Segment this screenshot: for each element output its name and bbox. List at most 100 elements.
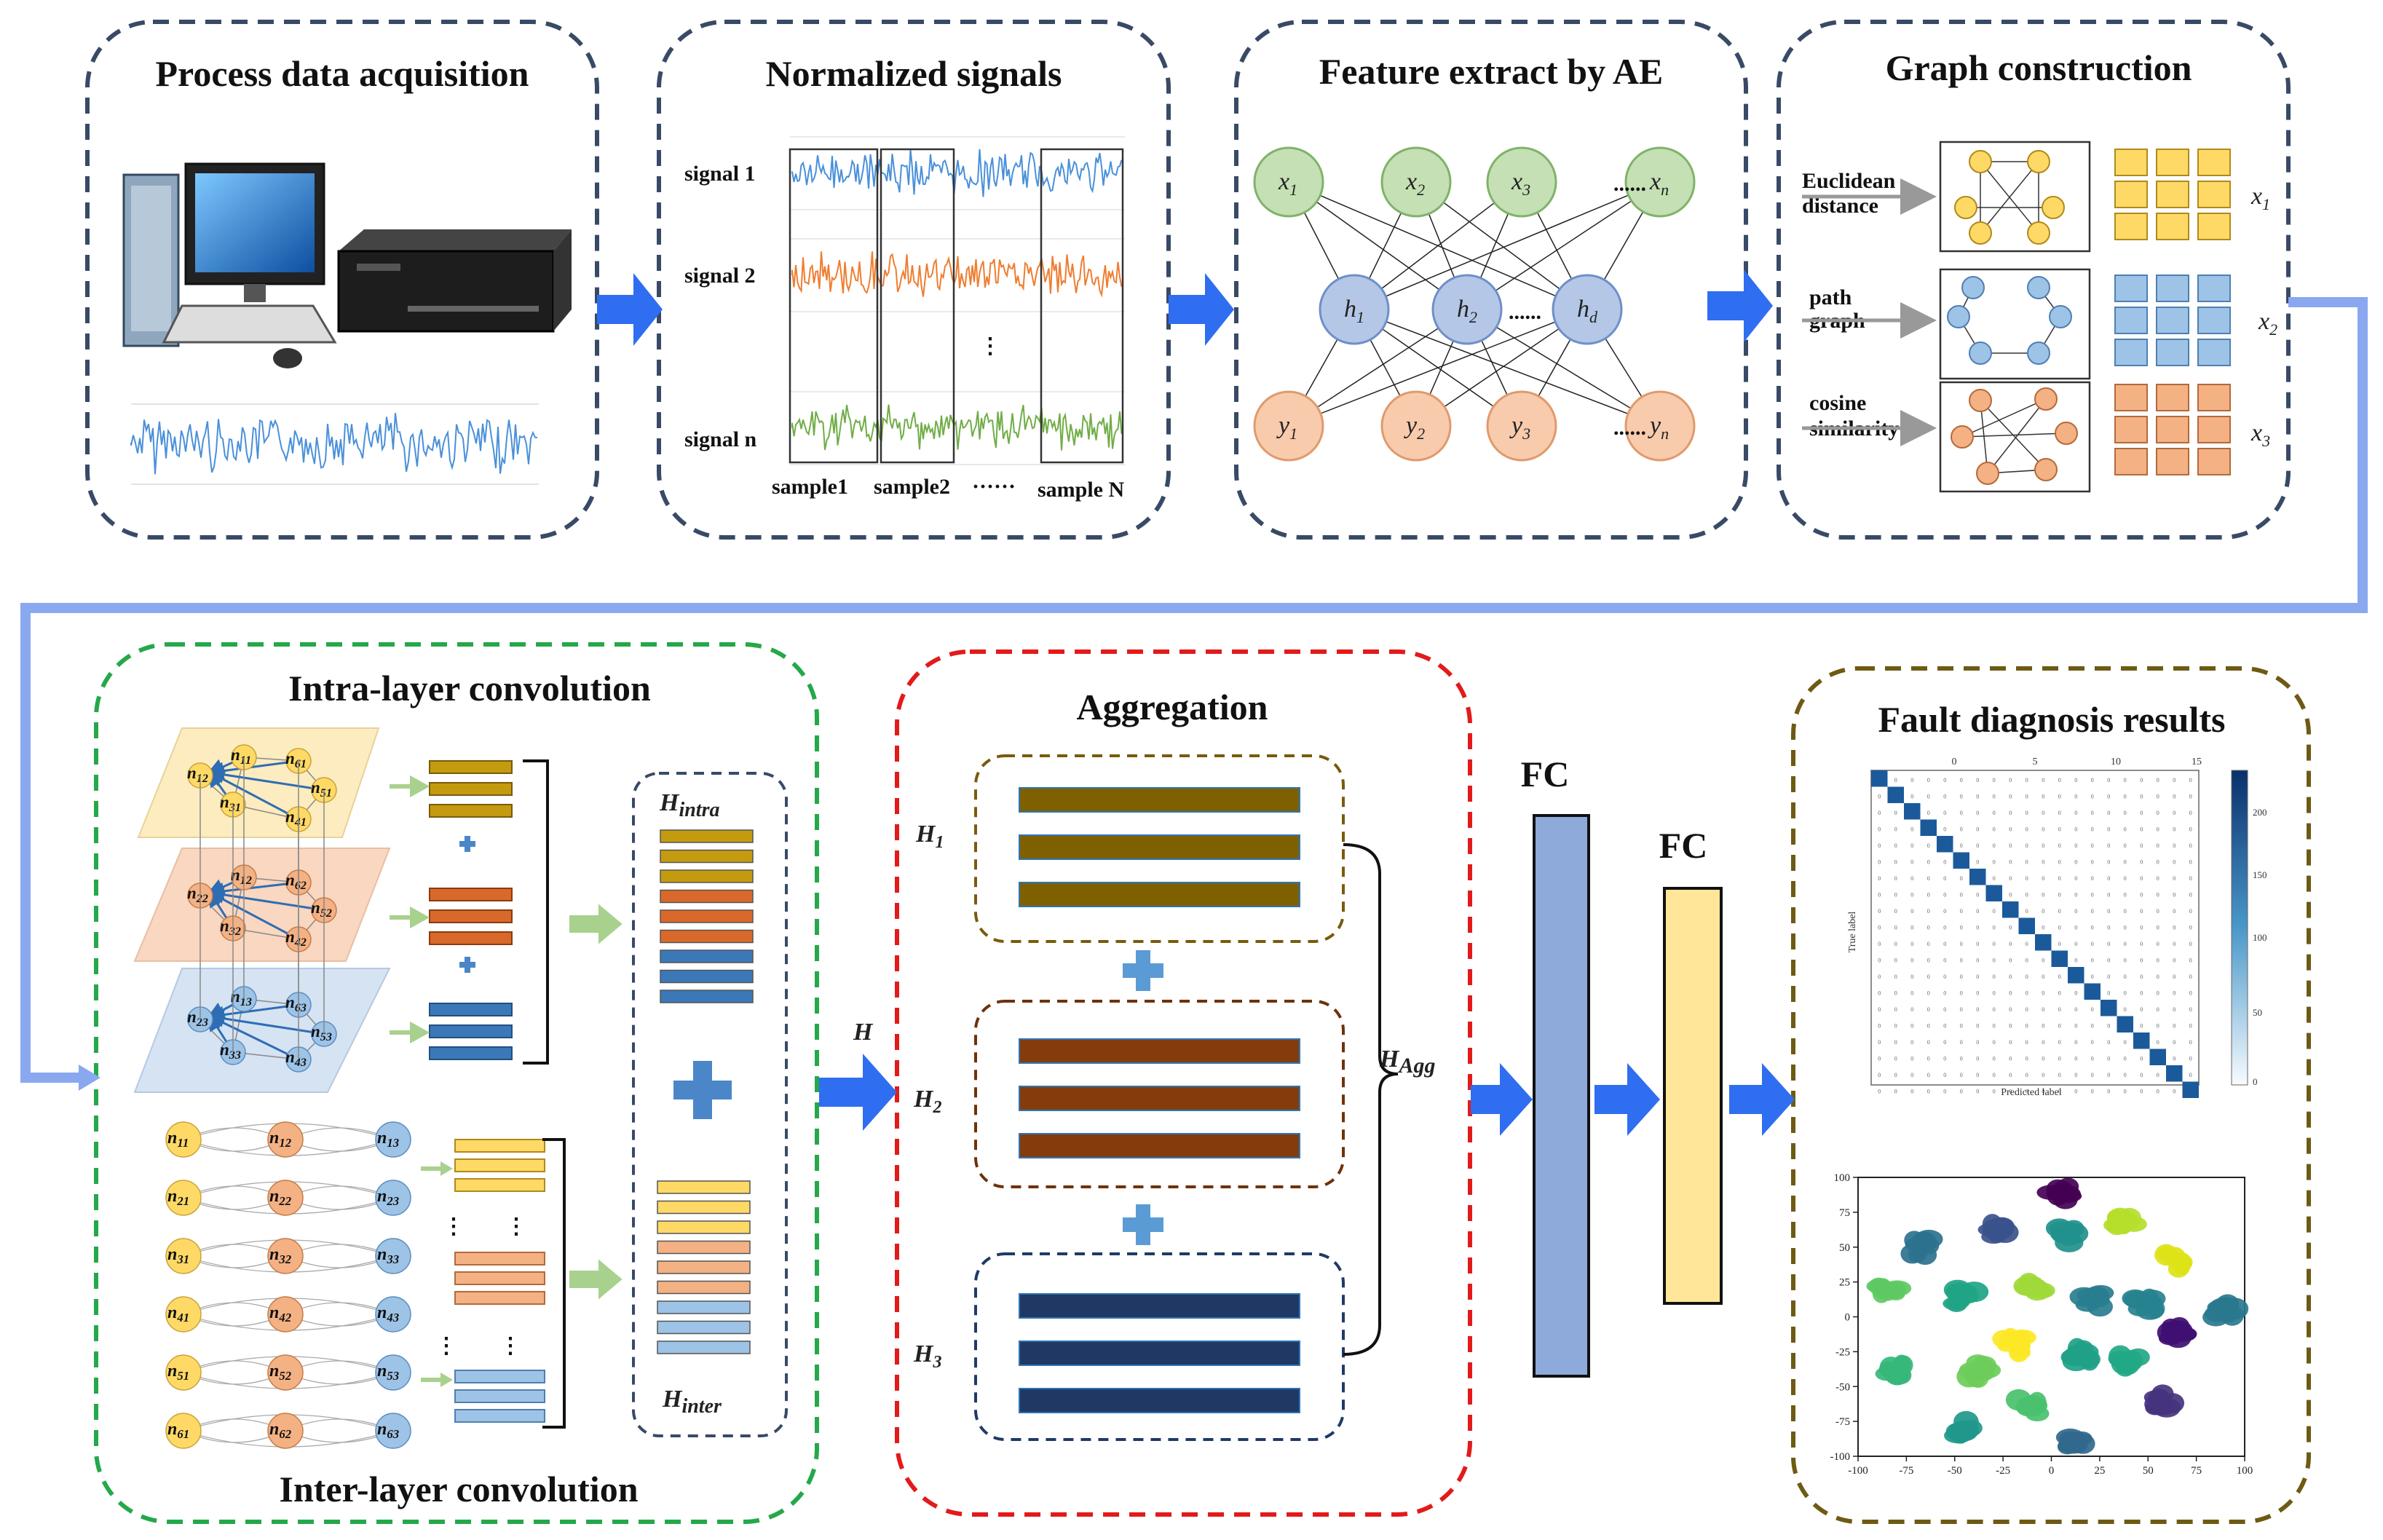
- cm-cell-dot: 0: [2074, 826, 2077, 832]
- h-column-box: [632, 772, 788, 1437]
- cm-cell-dot: 0: [1943, 941, 1946, 947]
- arrow-1: [597, 273, 663, 346]
- cm-cell-dot: 0: [2140, 957, 2143, 963]
- h-intra-bar: [660, 869, 754, 883]
- tsne-cluster-20: [2055, 1428, 2095, 1455]
- cm-cell-dot: 0: [2107, 974, 2110, 980]
- cm-cell-dot: 0: [2140, 990, 2143, 996]
- cm-cell-dot: 0: [2074, 1039, 2077, 1046]
- cm-cell-dot: 0: [1943, 908, 1946, 915]
- ae-edge: [1288, 309, 1468, 427]
- cm-cell-dot: 0: [1878, 875, 1881, 882]
- aggregation-panel: [895, 649, 1472, 1517]
- ae-input-ellipsis: ......: [1613, 172, 1646, 196]
- inter-node: [165, 1180, 202, 1216]
- cm-cell-dot: 0: [2058, 1039, 2061, 1046]
- raw-signal-waveform: [130, 403, 539, 485]
- cm-cell-dot: 0: [1927, 875, 1930, 882]
- feature-cell-2: [2114, 416, 2148, 443]
- cm-ylabel: True label: [1847, 912, 1858, 953]
- graph-node: [1954, 196, 1977, 219]
- tsne-cluster-6: [2013, 1273, 2055, 1301]
- cm-cell-dot: 0: [1927, 858, 1930, 865]
- tsne-point: [2036, 1185, 2066, 1200]
- ae-connections: [1288, 181, 1661, 427]
- computer-icon: [122, 162, 337, 368]
- intra-feature-bars: [429, 760, 513, 1060]
- feature-cell-2: [2156, 448, 2189, 475]
- ae-output-node-2-circle: [1486, 390, 1557, 462]
- feature-cell-1: [2197, 307, 2231, 334]
- cm-cell-dot: 0: [1960, 875, 1963, 882]
- signal-n-wave: [791, 404, 1123, 451]
- agg-bar-0: [1019, 787, 1300, 813]
- inter-bar-1: [454, 1271, 545, 1285]
- cm-cell-dot: 0: [1878, 908, 1881, 915]
- cm-cell-dot: 0: [2074, 1022, 2077, 1029]
- cm-cell-dot: 0: [2042, 891, 2044, 898]
- message-arrow: [206, 1009, 325, 1035]
- cm-cell-dot: 0: [1894, 1072, 1897, 1078]
- cm-cell-dot: 0: [1960, 1006, 1963, 1013]
- inter-bar-2: [454, 1370, 545, 1383]
- path-label-1: path: [1809, 285, 1852, 309]
- x-tick-label: -100: [1848, 1465, 1868, 1477]
- cm-cell-dot: 0: [2157, 908, 2159, 915]
- cm-cell-dot: 0: [2058, 810, 2061, 816]
- inter-bar-1: [454, 1291, 545, 1305]
- cm-cell-dot: 0: [1878, 858, 1881, 865]
- ae-edge: [1466, 309, 1661, 427]
- cm-cell-dot: 0: [1878, 974, 1881, 980]
- ae-input-node-0-label: x1: [1278, 168, 1297, 199]
- cm-top-tick-2: 10: [2111, 757, 2121, 767]
- sample-2-label: sample2: [874, 475, 950, 499]
- cbar-tick-100: 100: [2253, 932, 2267, 943]
- cm-cell-dot: 0: [1910, 957, 1913, 963]
- signal-vdots: ⋮: [979, 334, 1001, 358]
- cm-cell-dot: 0: [1878, 1039, 1881, 1046]
- inter-dots-4: ⋮: [499, 1334, 521, 1358]
- ae-edge: [1415, 181, 1588, 310]
- tsne-point: [2120, 1216, 2147, 1232]
- node-label: n53: [377, 1362, 399, 1383]
- y-tick-label: 0: [1845, 1312, 1851, 1324]
- cm-cell-dot: 0: [1910, 990, 1913, 996]
- graph-node: [1961, 276, 1985, 299]
- cm-cell-dot: 0: [2189, 810, 2192, 816]
- tsne-cluster-4: [2045, 1218, 2089, 1252]
- cm-cell-dot: 0: [2074, 875, 2077, 882]
- agg-bar-0: [1019, 882, 1300, 907]
- cm-cell-dot: 0: [1927, 990, 1930, 996]
- cbar-tick-200: 200: [2253, 807, 2267, 818]
- aggregation-brace: [1343, 843, 1399, 1356]
- cm-cell-dot: 0: [1943, 957, 1946, 963]
- cm-cell-dot: 0: [2074, 957, 2077, 963]
- cm-cell-dot: 0: [2140, 908, 2143, 915]
- cm-cell-dot: 0: [2173, 1055, 2175, 1062]
- message-arrow: [206, 1014, 299, 1061]
- cm-cell-dot: 0: [2091, 1006, 2094, 1013]
- cm-cell-dot: 0: [2026, 1022, 2028, 1029]
- cm-cell-dot: 0: [1878, 1055, 1881, 1062]
- cm-cell-dot: 0: [1894, 875, 1897, 882]
- node-label: n31: [220, 793, 241, 814]
- cm-cell-dot: 0: [1943, 858, 1946, 865]
- cm-cell-dot: 0: [2124, 957, 2127, 963]
- cm-cell-dot: 0: [2074, 842, 2077, 849]
- h-intra-bar: [660, 889, 754, 904]
- cm-cell-dot: 0: [2173, 1088, 2175, 1094]
- cm-cell-dot: 0: [1960, 1039, 1963, 1046]
- tsne-cluster-5: [2154, 1244, 2193, 1278]
- cm-cell-dot: 0: [1960, 1022, 1963, 1029]
- cm-cell-dot: 0: [1894, 1055, 1897, 1062]
- inter-node: [165, 1121, 202, 1158]
- agg-bar-2: [1019, 1293, 1300, 1319]
- cm-cell-dot: 0: [2124, 1072, 2127, 1078]
- arrow-agg: [1471, 1063, 1533, 1136]
- cm-cell-dot: 0: [2157, 826, 2159, 832]
- graph-node: [1969, 150, 1992, 173]
- tsne-cluster-7: [1866, 1277, 1912, 1303]
